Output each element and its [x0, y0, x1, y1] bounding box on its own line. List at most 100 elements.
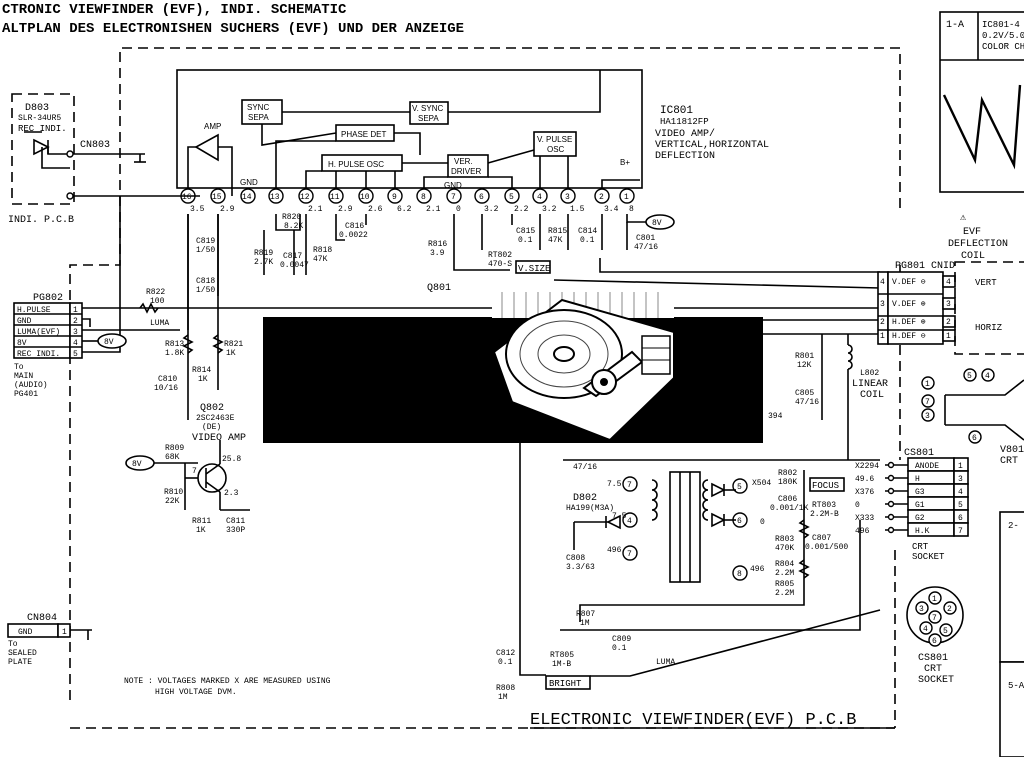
cn804-label: CN804	[27, 613, 57, 624]
cn804-to: To	[8, 640, 18, 649]
socket2-label: CS801	[918, 653, 948, 664]
pg802-pin-label: H.PULSE	[17, 306, 51, 315]
pg802-pin-num: 2	[73, 317, 78, 326]
c805-value: 47/16	[795, 398, 819, 407]
coil-pin-num: 3	[946, 300, 951, 309]
gnd2-label: GND	[444, 181, 462, 190]
r801-label: R801	[795, 352, 814, 361]
l802-label: L802	[860, 369, 879, 378]
r822-label: R822	[146, 288, 165, 297]
amp-label: AMP	[204, 122, 221, 131]
c808-label: C808	[566, 554, 585, 563]
ic801-pin-num: 10	[360, 193, 370, 202]
vpulse-osc-label-2: OSC	[547, 145, 565, 154]
q802-function: VIDEO AMP	[192, 433, 246, 444]
ic801-pin-voltage: 3.2	[484, 205, 499, 214]
r808-value: 1M	[498, 693, 508, 702]
c806-label: C806	[778, 495, 797, 504]
hard-drive-icon	[492, 292, 674, 440]
cs801-label: CS801	[904, 448, 934, 459]
ic801-pin-voltage: 0	[456, 205, 461, 214]
vpulse-osc-label: V. PULSE	[537, 135, 572, 144]
indi-pcb-label: INDI. P.C.B	[8, 215, 74, 226]
d802-diode	[606, 514, 621, 530]
c817-label: C817	[283, 252, 302, 261]
ic801-desc-3: DEFLECTION	[655, 151, 715, 162]
r807-value: 1M	[580, 619, 590, 628]
crt-pin-num: 4	[985, 372, 990, 381]
c819-label: C819	[196, 237, 215, 246]
transformer-node-num: 7	[627, 550, 632, 559]
ic801-pin-voltage: 3.4	[604, 205, 619, 214]
c812-value: 0.1	[498, 658, 513, 667]
cap-4716-value: 47/16	[573, 463, 597, 472]
crt-pin-7	[921, 394, 935, 408]
sync-sepa-label-2: SEPA	[248, 113, 269, 122]
vpulse-osc-block	[533, 131, 577, 157]
r818-label: R818	[313, 246, 332, 255]
bright-label: BRIGHT	[549, 679, 582, 689]
transformer-node-num: 7	[627, 481, 632, 490]
node-496b-value: 496	[750, 565, 765, 574]
rt805-value: 1M-B	[552, 660, 571, 669]
crt-pin-5	[963, 368, 977, 382]
crt-pin-num: 1	[925, 380, 930, 389]
c809-value: 0.1	[612, 644, 627, 653]
d803-label: D803	[25, 103, 49, 114]
v8-tag-3: 8V	[652, 219, 662, 228]
c809-label: C809	[612, 635, 631, 644]
c814-value: 0.1	[580, 236, 595, 245]
ic801-pin-voltage: 8	[629, 205, 634, 214]
socket-pin-4	[919, 621, 933, 635]
cs801-row-num: 3	[958, 475, 963, 484]
coil-title-2: DEFLECTION	[948, 239, 1008, 250]
cs801-row-voltage: 0	[855, 501, 860, 510]
pg802-pin-label: REC INDI.	[17, 350, 60, 359]
ic801-pin-voltage: 2.9	[338, 205, 353, 214]
r813-label: R813	[165, 340, 184, 349]
q802-base-v: 7	[192, 467, 197, 476]
ic801-pin-voltage: 6.2	[397, 205, 412, 214]
coil-warning: ⚠	[960, 213, 967, 224]
pg802-pin-label: 8V	[17, 339, 27, 348]
r816-value: 3.9	[430, 249, 445, 258]
vsize-label: V.SIZE	[518, 264, 550, 274]
r809-value: 68K	[165, 453, 180, 462]
phase-det-label: PHASE DET	[341, 130, 386, 139]
cn803-label: CN803	[80, 140, 110, 151]
ic801: SYNC SEPA V. SYNC SEPA PHASE DET H. PULS…	[176, 69, 769, 196]
ic801-pin-num: 8	[421, 193, 426, 202]
edge-label-1: 2-	[1008, 521, 1019, 531]
pg802-pin-num: 5	[73, 350, 78, 359]
pg802-label: PG802	[33, 293, 63, 304]
hpulse-osc-label: H. PULSE OSC	[328, 160, 384, 169]
ic801-pin-num: 6	[479, 193, 484, 202]
c807-value: 0.001/500	[805, 543, 848, 552]
cnid-pin-num: 3	[880, 300, 885, 309]
c811-label: C811	[226, 517, 245, 526]
waveform-ic: IC801-4	[982, 20, 1020, 30]
transformer-node-num: 8	[737, 570, 742, 579]
socket-pin-num: 6	[932, 637, 937, 646]
edge-panels: 2- 5-A	[999, 511, 1024, 757]
ic801-pin-voltage: 2.6	[368, 205, 383, 214]
cs801-row-num: 5	[958, 501, 963, 510]
transformer-node	[732, 478, 748, 494]
coil-title-3: COIL	[961, 251, 985, 262]
rt802-label: RT802	[488, 251, 512, 260]
ic801-part: HA11812FP	[660, 117, 709, 127]
ic801-pin-num: 2	[599, 193, 604, 202]
r811-value: 1K	[196, 526, 206, 535]
ic801-pin-num: 12	[300, 193, 310, 202]
r802-value: 180K	[778, 478, 797, 487]
c801-label: C801	[636, 234, 655, 243]
l802-coil	[847, 344, 853, 370]
c814-label: C814	[578, 227, 597, 236]
node-zero-value: 0	[760, 518, 765, 527]
r821-value: 1K	[226, 349, 236, 358]
v801-crt: CRT	[1000, 456, 1018, 467]
ic801-pin-num: 7	[451, 193, 456, 202]
